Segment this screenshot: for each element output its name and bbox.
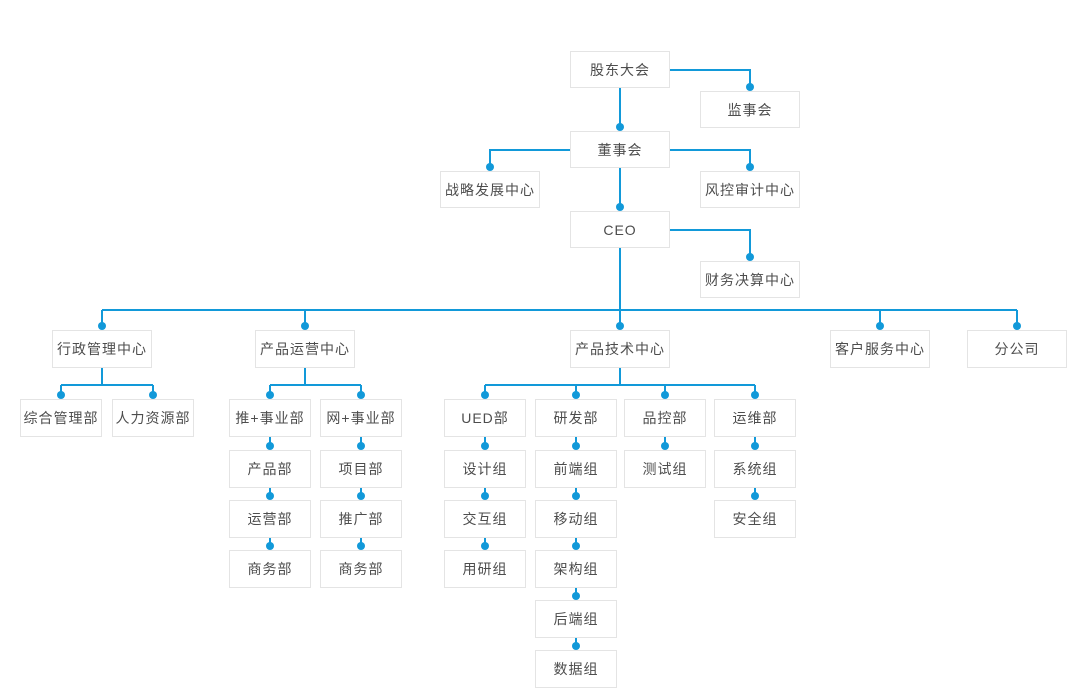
org-node-operation-dept[interactable]: 运营部 [229,500,311,538]
connector-dot [357,442,365,450]
connector-dot [572,642,580,650]
connector-dot [661,391,669,399]
org-node-architecture-group[interactable]: 架构组 [535,550,617,588]
org-node-product-dept[interactable]: 产品部 [229,450,311,488]
connector-dot [616,123,624,131]
org-node-general-mgmt-dept[interactable]: 综合管理部 [20,399,102,437]
connector-dot [266,492,274,500]
org-node-user-research-group[interactable]: 用研组 [444,550,526,588]
org-node-risk-audit-center[interactable]: 风控审计中心 [700,171,800,208]
connector-dot [266,391,274,399]
connector-dot [661,442,669,450]
connector-dot [481,442,489,450]
connector-dot [616,203,624,211]
connector-dot [751,391,759,399]
org-node-promotion-dept[interactable]: 推广部 [320,500,402,538]
org-node-tui-business-dept[interactable]: 推+事业部 [229,399,311,437]
org-node-qc-dept[interactable]: 品控部 [624,399,706,437]
org-node-rd-dept[interactable]: 研发部 [535,399,617,437]
org-node-finance-center[interactable]: 财务决算中心 [700,261,800,298]
org-node-product-op-center[interactable]: 产品运营中心 [255,330,355,368]
connector-line [670,229,751,257]
connector-line [670,69,751,87]
org-node-product-tech-center[interactable]: 产品技术中心 [570,330,670,368]
org-node-hr-dept[interactable]: 人力资源部 [112,399,194,437]
org-node-system-group[interactable]: 系统组 [714,450,796,488]
connector-dot [357,492,365,500]
connector-dot [357,391,365,399]
org-node-admin-center[interactable]: 行政管理中心 [52,330,152,368]
connector-dot [876,322,884,330]
connector-dot [746,253,754,261]
connector-dot [746,83,754,91]
org-node-supervisory-board[interactable]: 监事会 [700,91,800,128]
org-node-security-group[interactable]: 安全组 [714,500,796,538]
connector-dot [98,322,106,330]
connector-dot [751,442,759,450]
connector-dot [266,542,274,550]
connector-dot [572,391,580,399]
connector-dot [357,542,365,550]
org-node-frontend-group[interactable]: 前端组 [535,450,617,488]
org-node-wang-business-dept[interactable]: 网+事业部 [320,399,402,437]
connector-dot [572,492,580,500]
org-node-data-group[interactable]: 数据组 [535,650,617,688]
org-node-branch-company[interactable]: 分公司 [967,330,1067,368]
connector-dot [301,322,309,330]
org-node-board-of-directors[interactable]: 董事会 [570,131,670,168]
connector-dot [572,442,580,450]
org-node-mobile-group[interactable]: 移动组 [535,500,617,538]
org-node-test-group[interactable]: 测试组 [624,450,706,488]
org-node-ops-dept[interactable]: 运维部 [714,399,796,437]
connector-line [489,149,570,167]
connector-dot [616,322,624,330]
org-node-interaction-group[interactable]: 交互组 [444,500,526,538]
org-node-ued-dept[interactable]: UED部 [444,399,526,437]
org-node-design-group[interactable]: 设计组 [444,450,526,488]
org-node-business-dept-tui[interactable]: 商务部 [229,550,311,588]
org-node-business-dept-wang[interactable]: 商务部 [320,550,402,588]
org-node-backend-group[interactable]: 后端组 [535,600,617,638]
connector-dot [481,391,489,399]
org-node-shareholders-meeting[interactable]: 股东大会 [570,51,670,88]
connector-dot [266,442,274,450]
connector-dot [572,542,580,550]
connector-dot [481,492,489,500]
org-node-project-dept[interactable]: 项目部 [320,450,402,488]
connector-dot [751,492,759,500]
connector-dot [486,163,494,171]
connector-dot [572,592,580,600]
connector-dot [481,542,489,550]
org-node-customer-service-center[interactable]: 客户服务中心 [830,330,930,368]
connector-dot [149,391,157,399]
org-node-strategy-dev-center[interactable]: 战略发展中心 [440,171,540,208]
org-node-ceo[interactable]: CEO [570,211,670,248]
connector-line [670,149,751,167]
connector-dot [57,391,65,399]
connector-dot [746,163,754,171]
connector-dot [1013,322,1021,330]
